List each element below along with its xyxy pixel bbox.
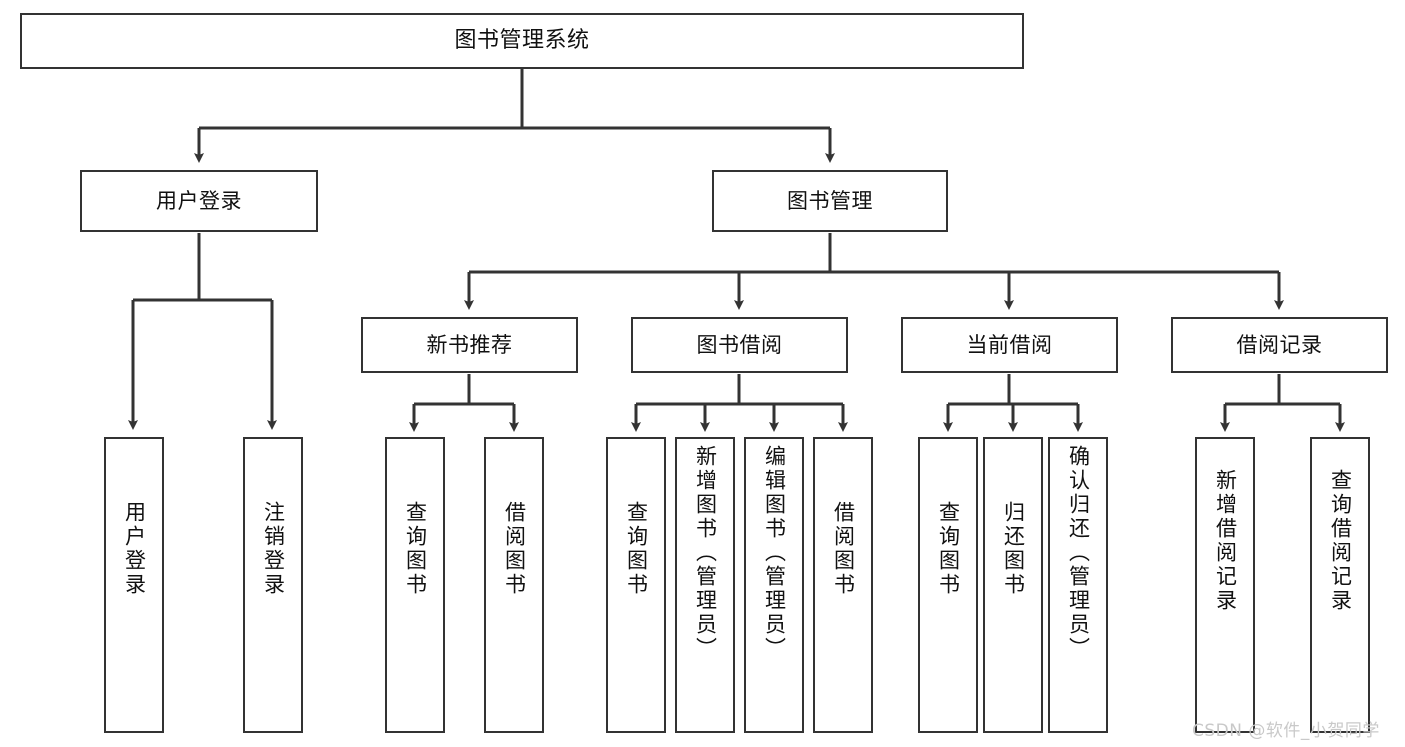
node-book-manage[interactable]: 图书管理 xyxy=(712,170,948,232)
leaf-query-book-2[interactable]: 查询图书 xyxy=(606,437,666,733)
leaf-query-book-3-label: 查询图书 xyxy=(936,501,961,597)
leaf-add-record-label: 新增借阅记录 xyxy=(1213,469,1238,613)
node-user-login-label: 用户登录 xyxy=(156,188,242,213)
leaf-query-book-3[interactable]: 查询图书 xyxy=(918,437,978,733)
leaf-logout-login-label: 注销登录 xyxy=(261,501,286,597)
leaf-user-login[interactable]: 用户登录 xyxy=(104,437,164,733)
leaf-add-book[interactable]: 新增图书（管理员） xyxy=(675,437,735,733)
leaf-query-record[interactable]: 查询借阅记录 xyxy=(1310,437,1370,733)
leaf-query-book-1[interactable]: 查询图书 xyxy=(385,437,445,733)
leaf-borrow-book-1-label: 借阅图书 xyxy=(502,501,527,597)
node-root[interactable]: 图书管理系统 xyxy=(20,13,1024,69)
node-current-borrow-label: 当前借阅 xyxy=(966,332,1053,357)
leaf-return-book[interactable]: 归还图书 xyxy=(983,437,1043,733)
leaf-edit-book-label: 编辑图书（管理员） xyxy=(762,445,787,661)
node-book-manage-label: 图书管理 xyxy=(787,188,873,213)
csdn-watermark: CSDN @软件_小贺同学 xyxy=(1192,721,1380,741)
leaf-return-book-label: 归还图书 xyxy=(1001,501,1026,597)
node-borrow-record[interactable]: 借阅记录 xyxy=(1171,317,1388,373)
node-user-login[interactable]: 用户登录 xyxy=(80,170,318,232)
leaf-query-book-2-label: 查询图书 xyxy=(624,501,649,597)
node-new-book-recommend[interactable]: 新书推荐 xyxy=(361,317,578,373)
leaf-add-book-label: 新增图书（管理员） xyxy=(693,445,718,661)
node-root-label: 图书管理系统 xyxy=(454,28,590,54)
node-borrow-record-label: 借阅记录 xyxy=(1236,332,1323,357)
leaf-user-login-label: 用户登录 xyxy=(122,501,147,597)
leaf-query-record-label: 查询借阅记录 xyxy=(1328,469,1353,613)
node-book-borrow-label: 图书借阅 xyxy=(696,332,783,357)
leaf-confirm-return-label: 确认归还（管理员） xyxy=(1066,445,1091,661)
node-current-borrow[interactable]: 当前借阅 xyxy=(901,317,1118,373)
leaf-query-book-1-label: 查询图书 xyxy=(403,501,428,597)
leaf-confirm-return[interactable]: 确认归还（管理员） xyxy=(1048,437,1108,733)
leaf-borrow-book-2-label: 借阅图书 xyxy=(831,501,856,597)
leaf-logout-login[interactable]: 注销登录 xyxy=(243,437,303,733)
leaf-add-record[interactable]: 新增借阅记录 xyxy=(1195,437,1255,733)
node-new-book-recommend-label: 新书推荐 xyxy=(426,332,513,357)
node-book-borrow[interactable]: 图书借阅 xyxy=(631,317,848,373)
leaf-borrow-book-1[interactable]: 借阅图书 xyxy=(484,437,544,733)
leaf-borrow-book-2[interactable]: 借阅图书 xyxy=(813,437,873,733)
leaf-edit-book[interactable]: 编辑图书（管理员） xyxy=(744,437,804,733)
